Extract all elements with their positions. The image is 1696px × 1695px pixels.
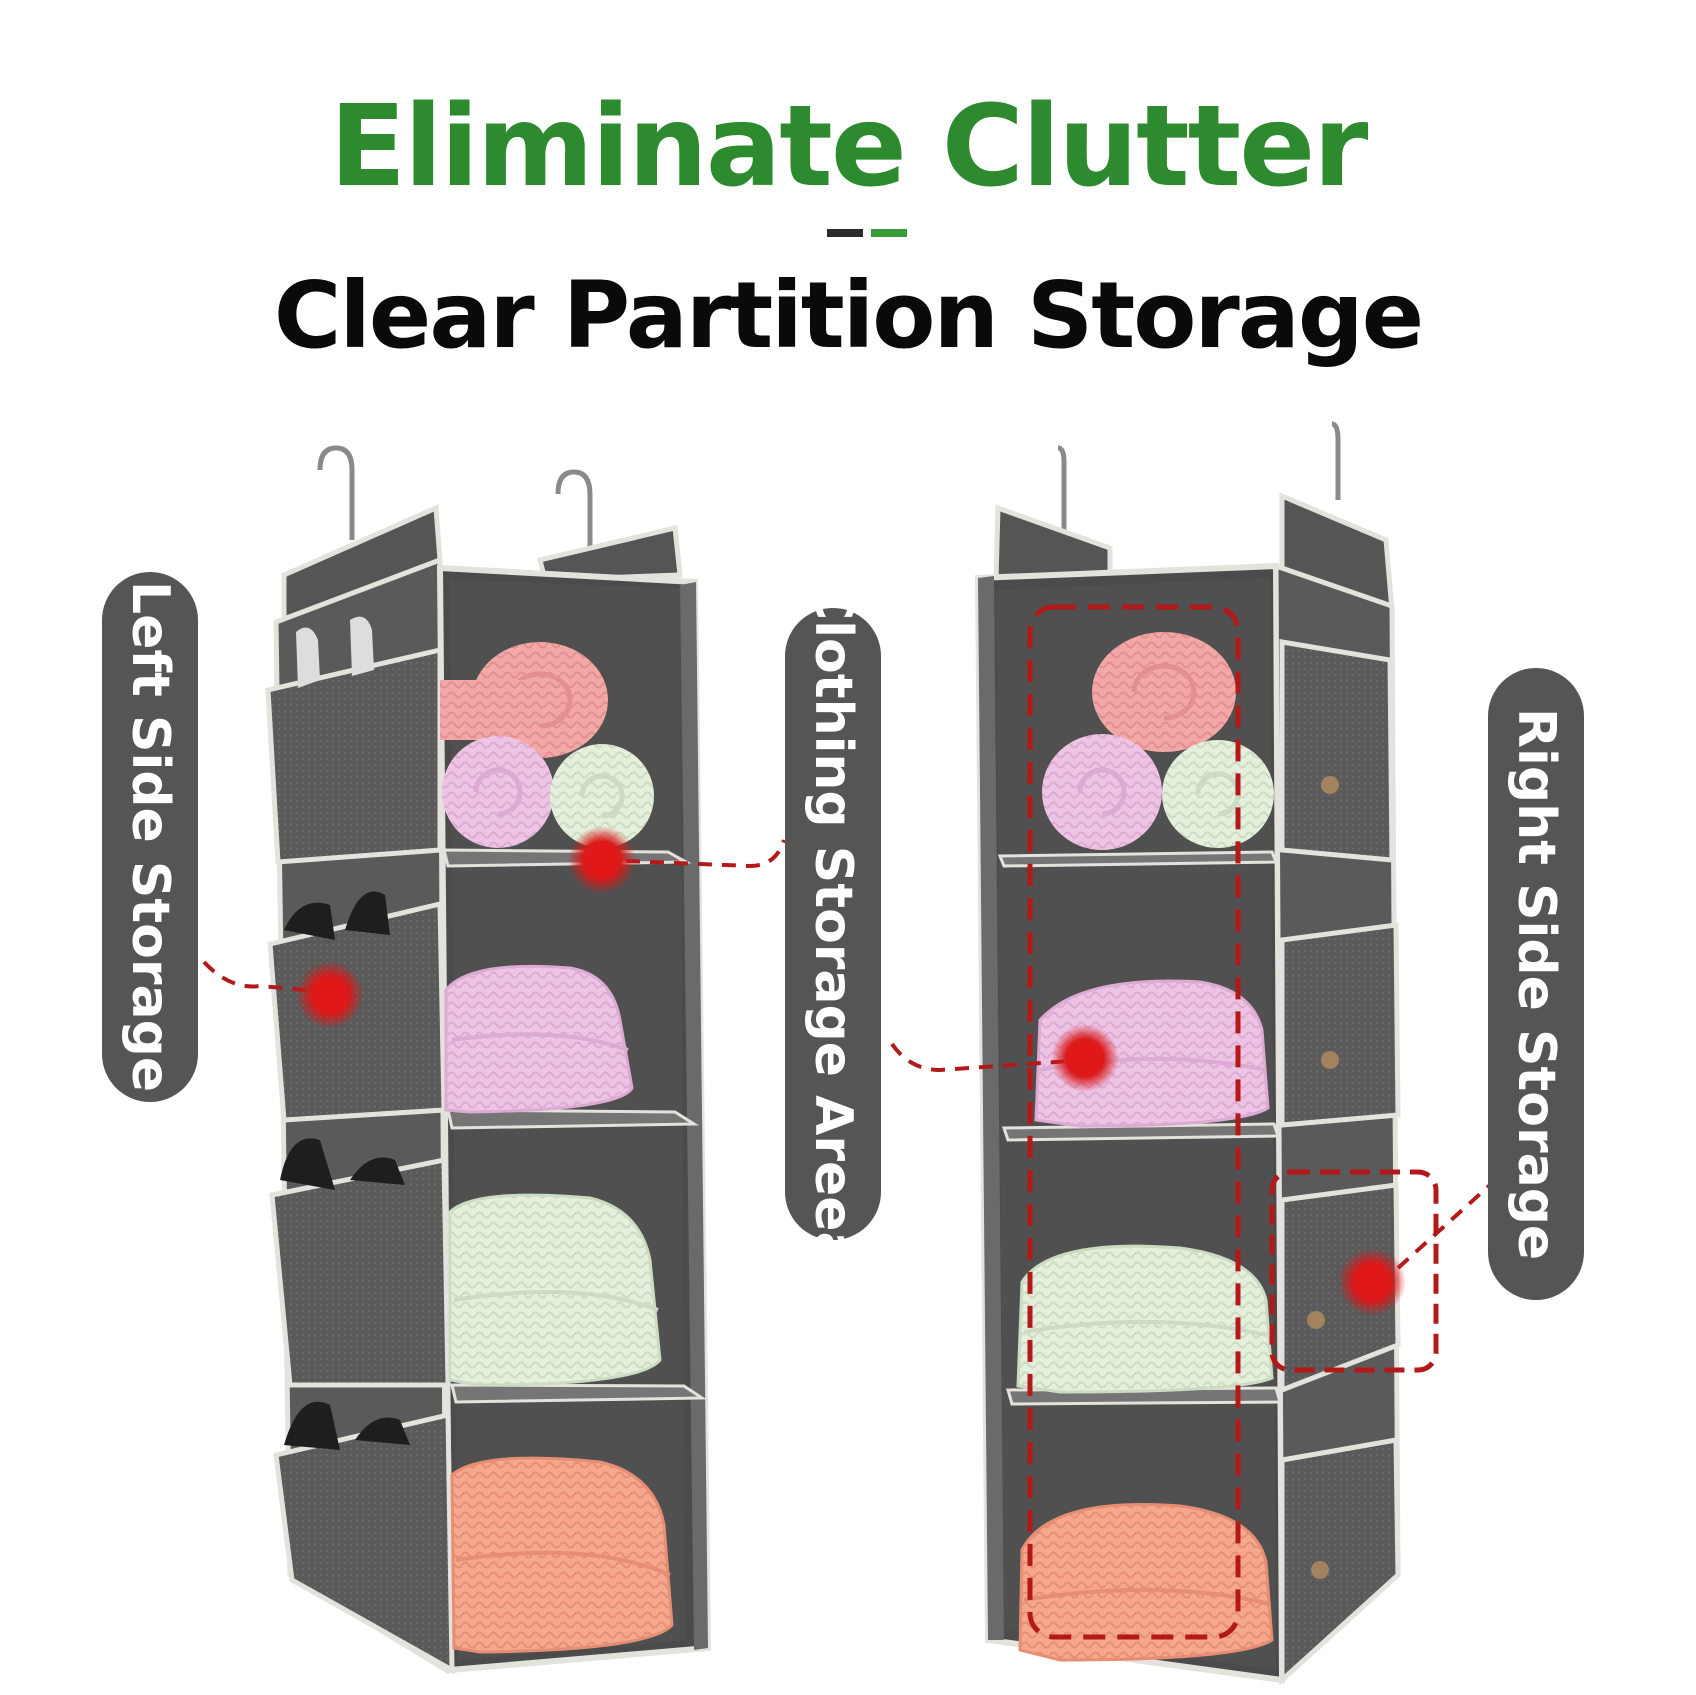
side-pocket [273,1401,455,1675]
towel-roll [1092,632,1236,752]
callout-label: Clothing Storage Areea [803,581,863,1267]
title-divider [827,229,907,237]
towel-roll [440,642,608,758]
hook-icon [1057,445,1067,560]
hook-icon [317,445,355,540]
callout-left-side-storage: Left Side Storage [102,572,198,1102]
hotspot-marker [1051,1024,1119,1092]
hook-icon [555,469,593,560]
callout-clothing-storage-area: Clothing Storage Areea [785,582,881,1266]
hotspot-marker [296,961,364,1029]
folded-towel [1016,1244,1274,1394]
side-pocket [1279,1437,1401,1686]
folded-towel [444,964,634,1114]
title-main: Eliminate Clutter [329,82,1369,212]
right-organizer [974,421,1401,1686]
hotspot-marker [1338,1248,1406,1316]
callout-right-side-storage: Right Side Storage [1488,668,1584,1300]
leader-line-center-bottom [890,1042,1086,1073]
highlight-box-clothing [1027,604,1241,1640]
callout-label: Right Side Storage [1506,707,1566,1261]
folded-towel [1018,1502,1274,1662]
side-pocket [269,1138,451,1388]
highlight-box-right-pocket [1269,1169,1439,1373]
leader-line-left [202,960,331,994]
side-pocket [265,616,443,865]
towel-roll [550,744,654,848]
folded-towel [448,1193,662,1387]
hook-icon [1331,421,1341,500]
towel-roll [1042,734,1162,850]
title-subtitle: Clear Partition Storage [273,262,1424,369]
side-pocket [1279,922,1401,1128]
left-organizer [265,445,712,1675]
leader-line-right [1396,1183,1492,1270]
side-pocket [1279,639,1395,863]
towel-roll [442,736,554,848]
towel-roll [1162,740,1274,848]
leader-line-center-top [601,839,786,869]
folded-towel [450,1456,674,1654]
callout-label: Left Side Storage [120,581,180,1093]
hotspot-marker [568,826,636,894]
